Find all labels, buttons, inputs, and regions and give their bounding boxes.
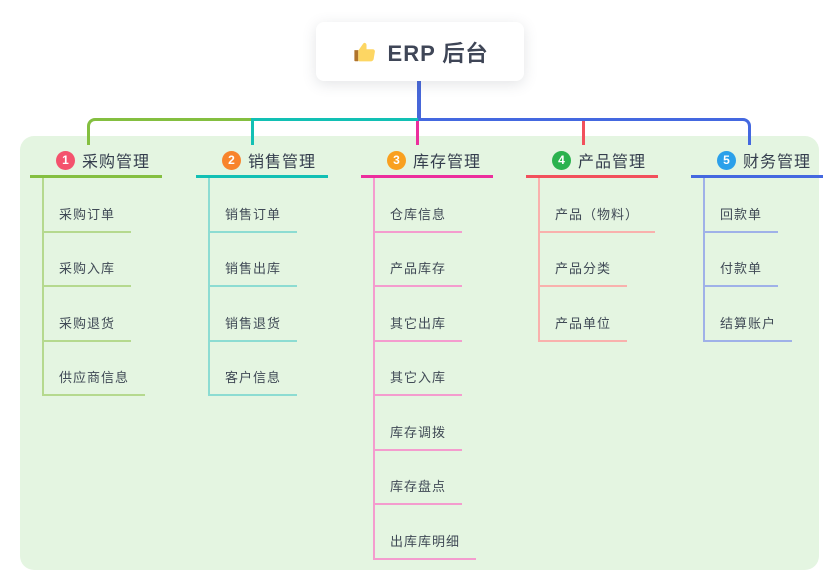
child-node[interactable]: 客户信息	[210, 342, 298, 396]
child-node[interactable]: 库存调拨	[375, 396, 463, 451]
child-node[interactable]: 产品单位	[540, 287, 628, 342]
child-node[interactable]: 出库库明细	[375, 505, 477, 560]
branch-label: 产品管理	[578, 154, 647, 171]
branch-header-finance[interactable]: 5 财务管理	[691, 145, 823, 178]
connector-branch-sales-segment	[251, 118, 418, 121]
child-node[interactable]: 销售订单	[210, 178, 298, 233]
branch-finance: 5 财务管理 回款单 付款单 结算账户	[691, 145, 823, 342]
branch-header-sales[interactable]: 2 销售管理	[196, 145, 328, 178]
branch-children: 回款单 付款单 结算账户	[703, 178, 793, 342]
branch-label: 财务管理	[743, 154, 812, 171]
child-node[interactable]: 销售退货	[210, 287, 298, 342]
branch-number-badge: 5	[717, 150, 736, 170]
branch-children: 销售订单 销售出库 销售退货 客户信息	[208, 178, 298, 396]
branch-children: 采购订单 采购入库 采购退货 供应商信息	[42, 178, 146, 396]
child-node[interactable]: 供应商信息	[44, 342, 146, 396]
branch-label: 采购管理	[82, 154, 151, 171]
branch-children: 产品（物料） 产品分类 产品单位	[538, 178, 656, 342]
connector-branch-purchase	[87, 118, 251, 145]
branch-header-product[interactable]: 4 产品管理	[526, 145, 658, 178]
child-node[interactable]: 产品分类	[540, 233, 628, 287]
child-node[interactable]: 付款单	[705, 233, 779, 287]
child-node[interactable]: 其它出库	[375, 287, 463, 342]
branch-number-badge: 3	[387, 150, 406, 170]
child-node[interactable]: 采购入库	[44, 233, 132, 287]
branch-product: 4 产品管理 产品（物料） 产品分类 产品单位	[526, 145, 658, 342]
child-node[interactable]: 采购退货	[44, 287, 132, 342]
branch-number-badge: 4	[552, 150, 571, 170]
child-node[interactable]: 仓库信息	[375, 178, 463, 233]
branch-children: 仓库信息 产品库存 其它出库 其它入库 库存调拨 库存盘点 出库库明细	[373, 178, 477, 560]
root-title: ERP 后台	[387, 40, 489, 66]
thumbs-up-icon	[352, 39, 378, 65]
connector-branch-finance	[418, 118, 751, 145]
child-node[interactable]: 回款单	[705, 178, 779, 233]
child-node[interactable]: 产品库存	[375, 233, 463, 287]
branch-number-badge: 2	[222, 150, 241, 170]
branch-purchase: 1 采购管理 采购订单 采购入库 采购退货 供应商信息	[30, 145, 162, 396]
child-node[interactable]: 其它入库	[375, 342, 463, 396]
connector-drop-sales	[251, 121, 254, 145]
connector-drop-inventory	[416, 121, 419, 145]
branch-header-purchase[interactable]: 1 采购管理	[30, 145, 162, 178]
child-node[interactable]: 销售出库	[210, 233, 298, 287]
child-node[interactable]: 库存盘点	[375, 451, 463, 505]
branch-sales: 2 销售管理 销售订单 销售出库 销售退货 客户信息	[196, 145, 328, 396]
child-node[interactable]: 采购订单	[44, 178, 132, 233]
branch-label: 库存管理	[413, 154, 482, 171]
branch-number-badge: 1	[56, 150, 75, 170]
child-node[interactable]: 结算账户	[705, 287, 793, 342]
branch-label: 销售管理	[248, 154, 317, 171]
branches-panel	[20, 136, 819, 570]
branch-inventory: 3 库存管理 仓库信息 产品库存 其它出库 其它入库 库存调拨 库存盘点 出库库…	[361, 145, 493, 560]
branch-header-inventory[interactable]: 3 库存管理	[361, 145, 493, 178]
child-node[interactable]: 产品（物料）	[540, 178, 656, 233]
root-node[interactable]: ERP 后台	[316, 22, 524, 81]
connector-root	[417, 81, 421, 118]
connector-drop-product	[582, 121, 585, 145]
